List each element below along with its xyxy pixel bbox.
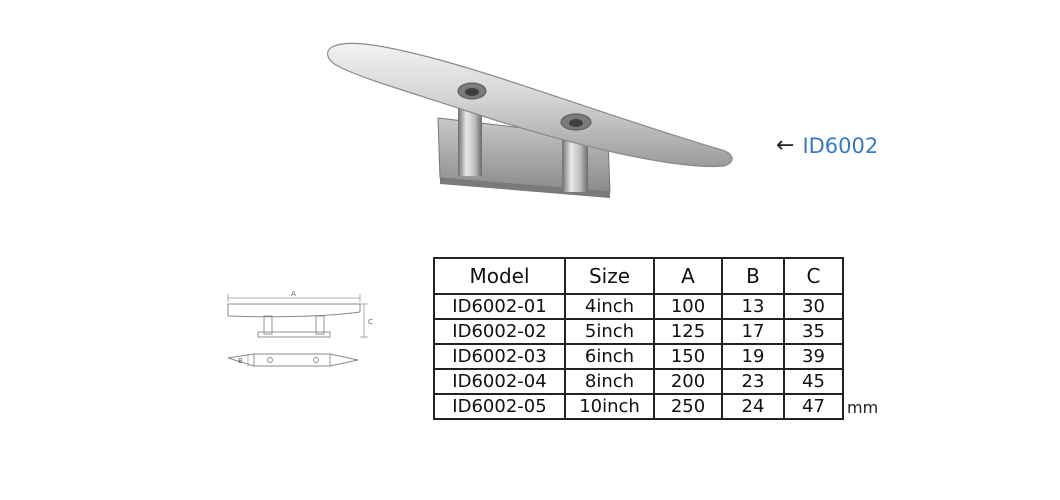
cell-b: 13	[721, 293, 785, 320]
dimension-label-c: C	[368, 318, 373, 326]
dimension-drawing: A C B	[227, 290, 373, 367]
spec-table: Model Size A B C ID6002-01 4inch 100 13 …	[433, 257, 844, 420]
dimension-label-b: B	[238, 357, 243, 365]
table-row: ID6002-05 10inch 250 24 47	[433, 393, 844, 420]
table-header-row: Model Size A B C	[433, 257, 844, 295]
cell-model: ID6002-03	[433, 343, 566, 370]
cell-b: 19	[721, 343, 785, 370]
cell-c: 30	[783, 293, 844, 320]
cell-size: 4inch	[564, 293, 655, 320]
header-c: C	[783, 257, 844, 295]
cell-c: 35	[783, 318, 844, 345]
cell-b: 23	[721, 368, 785, 395]
cell-size: 6inch	[564, 343, 655, 370]
cell-model: ID6002-02	[433, 318, 566, 345]
product-callout: ← ID6002	[776, 130, 878, 162]
cell-model: ID6002-04	[433, 368, 566, 395]
cleat-product-image	[327, 42, 733, 198]
cell-c: 39	[783, 343, 844, 370]
cell-a: 100	[653, 293, 723, 320]
dimension-label-a: A	[291, 290, 296, 298]
cell-a: 250	[653, 393, 723, 420]
cell-c: 45	[783, 368, 844, 395]
cell-c: 47	[783, 393, 844, 420]
cell-a: 150	[653, 343, 723, 370]
cell-size: 8inch	[564, 368, 655, 395]
cell-a: 125	[653, 318, 723, 345]
table-row: ID6002-01 4inch 100 13 30	[433, 293, 844, 320]
cell-a: 200	[653, 368, 723, 395]
cell-b: 17	[721, 318, 785, 345]
table-row: ID6002-03 6inch 150 19 39	[433, 343, 844, 370]
cell-model: ID6002-01	[433, 293, 566, 320]
unit-label: mm	[847, 398, 879, 417]
header-model: Model	[433, 257, 566, 295]
cell-b: 24	[721, 393, 785, 420]
header-size: Size	[564, 257, 655, 295]
table-row: ID6002-02 5inch 125 17 35	[433, 318, 844, 345]
header-b: B	[721, 257, 785, 295]
product-model-label: ID6002	[802, 134, 879, 158]
cell-size: 10inch	[564, 393, 655, 420]
header-a: A	[653, 257, 723, 295]
cell-model: ID6002-05	[433, 393, 566, 420]
left-arrow-icon: ←	[776, 133, 795, 158]
cell-size: 5inch	[564, 318, 655, 345]
table-row: ID6002-04 8inch 200 23 45	[433, 368, 844, 395]
